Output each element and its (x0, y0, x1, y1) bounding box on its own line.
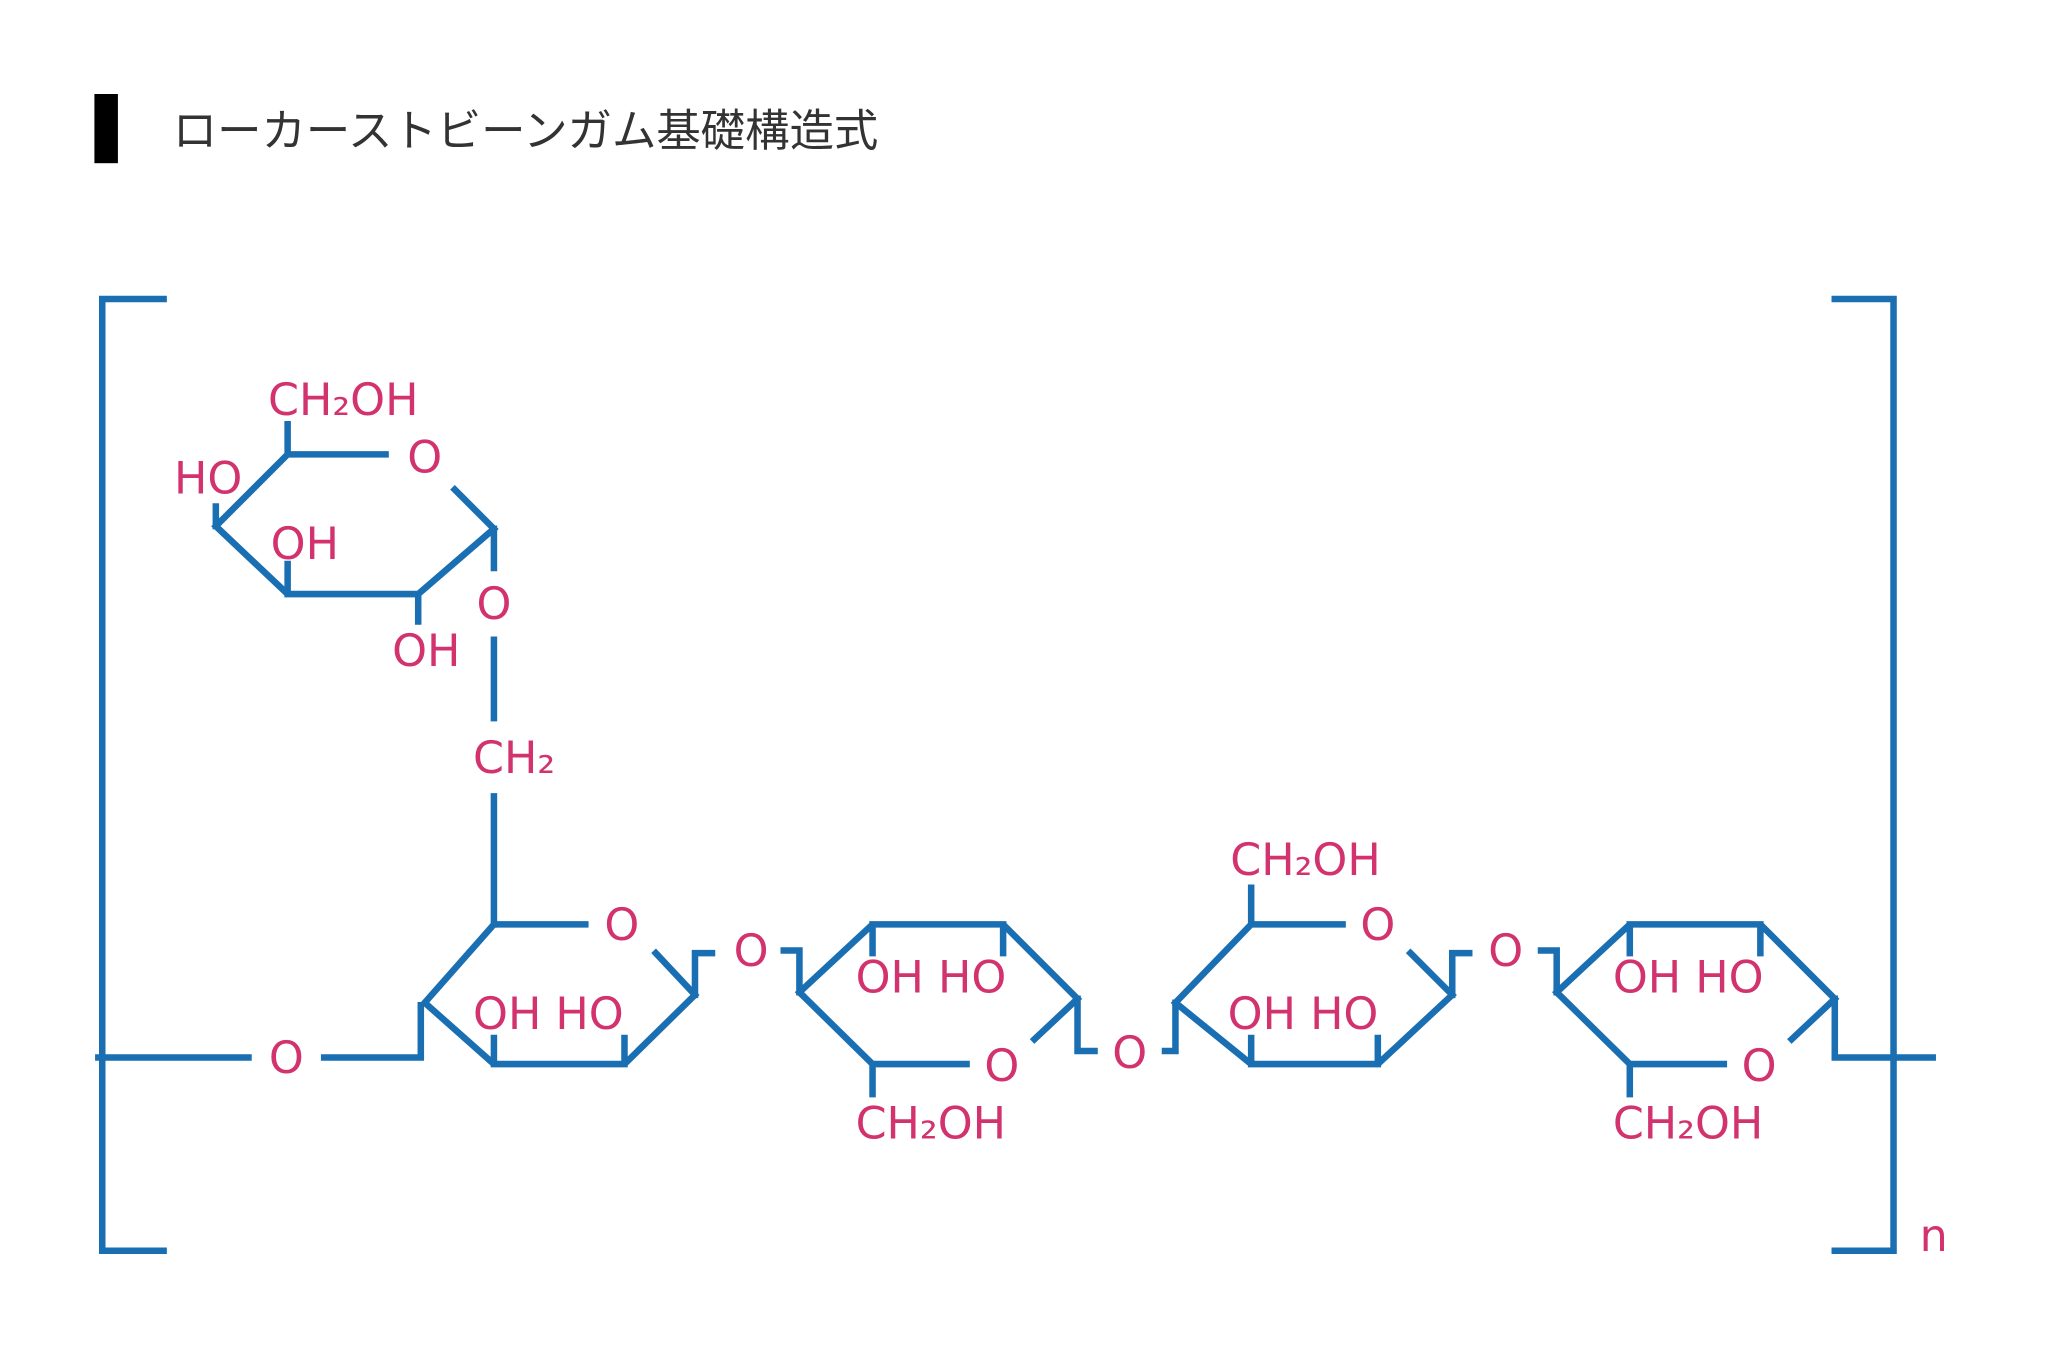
ring2-oh-ho: OH HO (856, 952, 1007, 1003)
title-marker (94, 94, 118, 164)
ring2-ch2oh: CH₂OH (856, 1098, 1006, 1149)
chain-bond-right (1831, 995, 1936, 1061)
ring4-oh-ho: OH HO (1613, 952, 1764, 1003)
glycosidic-oxygen-2: O (734, 926, 769, 977)
link-bond-2 (1074, 995, 1179, 1055)
left-bracket (98, 295, 167, 1255)
ring-oxygen-2: O (984, 1041, 1019, 1092)
ring-oxygen-4: O (1742, 1041, 1777, 1092)
galactose-ho: HO (174, 454, 242, 505)
right-bracket (1831, 295, 1897, 1255)
ring4-ch2oh: CH₂OH (1613, 1098, 1763, 1149)
ring1-oh-ho: OH HO (473, 989, 624, 1040)
galactose-oh-1: OH (271, 519, 339, 570)
link-bond-3 (1448, 947, 1560, 999)
ring-oxygen-1: O (604, 900, 639, 951)
ring3-oh-ho: OH HO (1228, 989, 1379, 1040)
glycosidic-oxygen-1: O (269, 1033, 304, 1084)
repeat-subscript-n: n (1920, 1211, 1948, 1262)
ring3-ch2oh: CH₂OH (1230, 835, 1380, 886)
galactose-ring (211, 421, 499, 625)
ring-oxygen-3: O (1360, 900, 1395, 951)
galactose-oh-2: OH (392, 626, 460, 677)
mannose-ring-2 (794, 921, 1083, 1098)
glycosidic-oxygen-3: O (1112, 1028, 1147, 1079)
mannose-ring-3 (1170, 884, 1457, 1068)
ring-oxygen-galactose: O (407, 433, 442, 484)
galactose-ch2oh: CH₂OH (268, 375, 418, 426)
mannose-ring-4 (1552, 921, 1840, 1098)
link-bond-1 (691, 947, 803, 999)
glycosidic-oxygen-4: O (1488, 926, 1523, 977)
diagram-title: ローカーストビーンガム基礎構造式 (173, 106, 879, 157)
chain-bond-left (95, 1002, 425, 1061)
glycosidic-oxygen-side: O (476, 579, 511, 630)
ch2-label: CH₂ (473, 733, 555, 784)
